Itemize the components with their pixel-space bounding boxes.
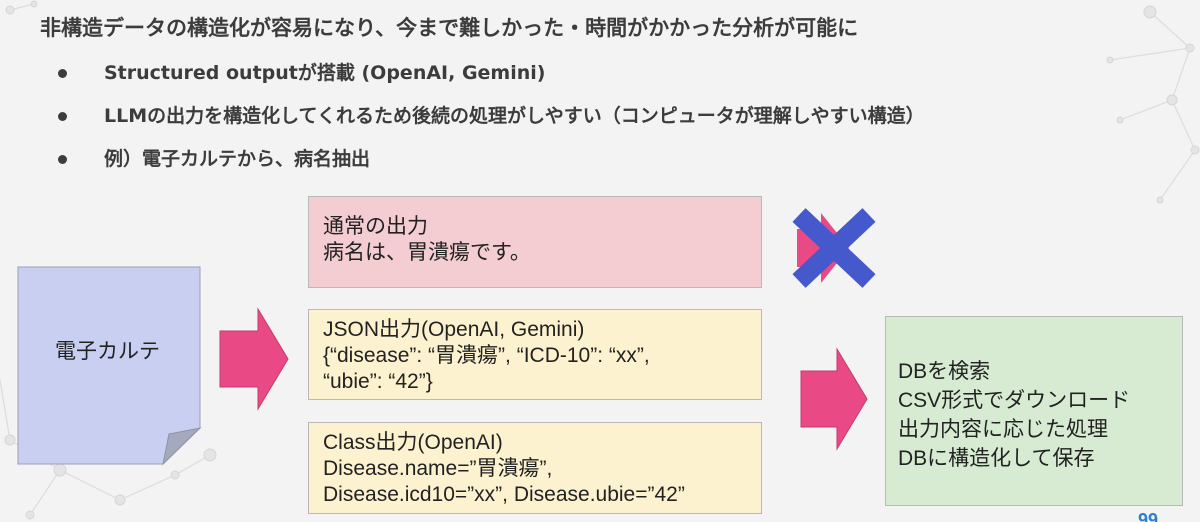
arrow-right-icon (800, 347, 868, 451)
bullet-text: 例）電子カルテから、病名抽出 (104, 148, 371, 170)
result-action: DBを検索 (898, 360, 991, 383)
slide-headline: 非構造データの構造化が容易になり、今まで難しかった・時間がかかった分析が可能に (40, 16, 859, 40)
normal-output-box: 通常の出力 病名は、胃潰瘍です。 (308, 196, 762, 288)
json-output-line: “ubie”: “42”} (323, 370, 433, 393)
result-actions-box: DBを検索 CSV形式でダウンロード 出力内容に応じた処理 DBに構造化して保存 (885, 316, 1183, 506)
json-output-box: JSON出力(OpenAI, Gemini) {“disease”: “胃潰瘍”… (308, 309, 762, 400)
cross-mark-icon (792, 208, 876, 288)
json-output-line: {“disease”: “胃潰瘍”, “ICD-10”: “xx”, (323, 344, 650, 367)
bullet-list: Structured outputが搭載 (OpenAI, Gemini) LL… (58, 56, 925, 185)
medical-record-label: 電子カルテ (55, 340, 160, 363)
result-action: DBに構造化して保存 (898, 447, 1095, 470)
result-action: 出力内容に応じた処理 (898, 418, 1108, 441)
bullet-item: LLMの出力を構造化してくれるため後続の処理がしやすい（コンピュータが理解しやす… (58, 99, 925, 142)
bullet-item: Structured outputが搭載 (OpenAI, Gemini) (58, 56, 925, 99)
result-action: CSV形式でダウンロード (898, 389, 1131, 412)
folded-note-shape (17, 266, 202, 466)
bullet-dot-icon (58, 112, 67, 121)
json-output-title: JSON出力(OpenAI, Gemini) (323, 318, 585, 341)
bullet-text: LLMの出力を構造化してくれるため後続の処理がしやすい（コンピュータが理解しやす… (104, 105, 925, 127)
class-output-title: Class出力(OpenAI) (323, 431, 503, 454)
bullet-item: 例）電子カルテから、病名抽出 (58, 142, 925, 185)
normal-output-text: 病名は、胃潰瘍です。 (323, 241, 531, 264)
bullet-dot-icon (58, 69, 67, 78)
arrow-right-icon (219, 307, 289, 411)
normal-output-title: 通常の出力 (323, 215, 428, 238)
bullet-text: Structured outputが搭載 (OpenAI, Gemini) (104, 62, 546, 84)
bullet-dot-icon (58, 155, 67, 164)
class-output-line: Disease.icd10=”xx”, Disease.ubie=”42” (323, 483, 685, 506)
class-output-line: Disease.name=”胃潰瘍”, (323, 457, 553, 480)
class-output-box: Class出力(OpenAI) Disease.name=”胃潰瘍”, Dise… (308, 422, 762, 514)
page-number: 99 (1138, 510, 1159, 522)
